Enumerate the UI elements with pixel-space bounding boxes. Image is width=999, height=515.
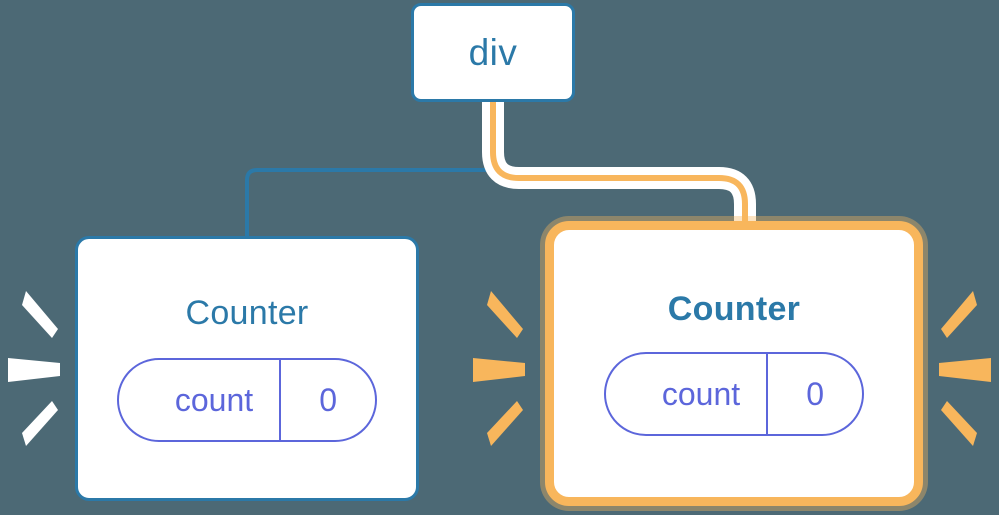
edge-div-to-counter-left (245, 100, 495, 240)
state-key-right: count (661, 375, 741, 412)
state-key-left: count (174, 381, 254, 418)
state-pill-right: count 0 (603, 351, 865, 436)
node-counter-right-title: Counter (667, 289, 801, 328)
state-value-right: 0 (766, 353, 862, 434)
node-counter-left[interactable]: Counter count 0 (75, 236, 419, 501)
edge-div-to-counter-right (490, 99, 748, 239)
node-counter-left-title: Counter (185, 293, 309, 332)
edge-div-to-counter-right-halo (482, 91, 756, 247)
node-counter-right[interactable]: Counter count 0 (545, 221, 923, 506)
node-div-label: div (468, 32, 518, 73)
state-value-left: 0 (279, 359, 375, 440)
node-counter-right-card: Counter count 0 (563, 239, 905, 488)
node-div[interactable]: div (411, 3, 575, 102)
state-pill-left: count 0 (116, 357, 378, 442)
